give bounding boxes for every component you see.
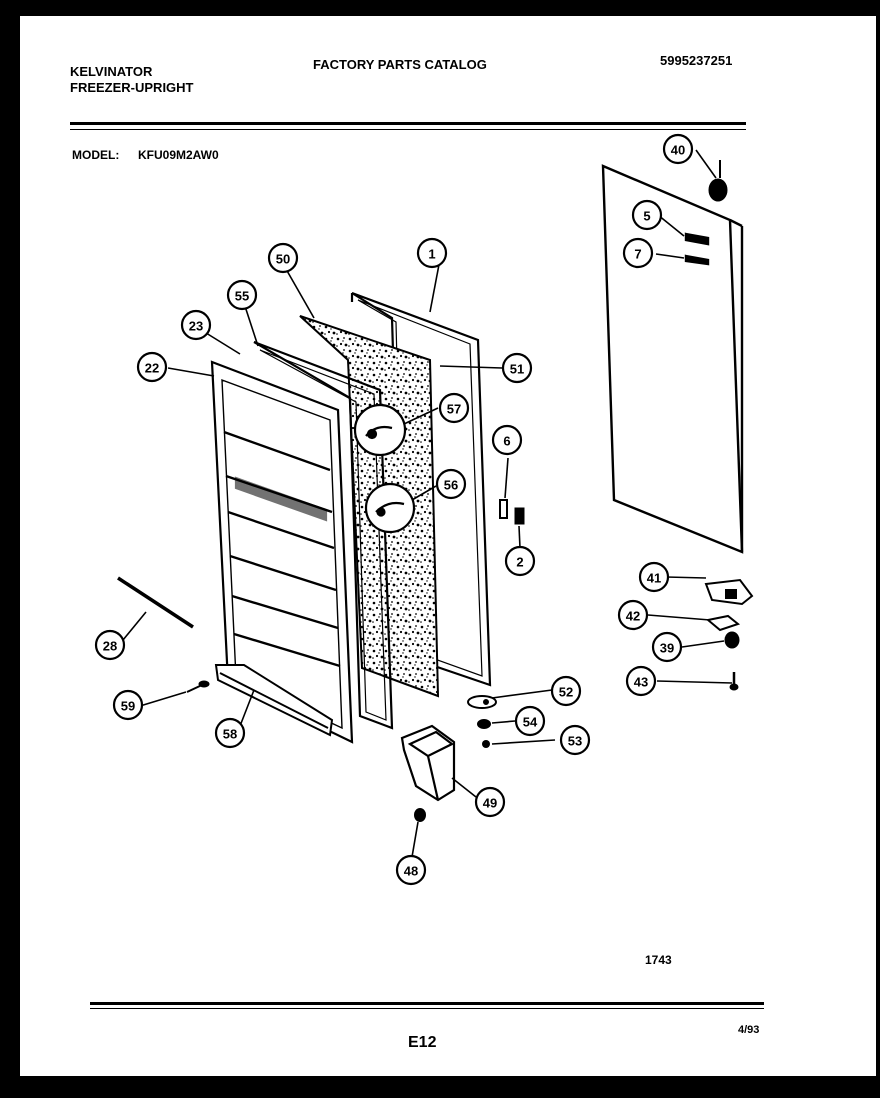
callout-1: 1 [416,237,448,269]
callout-number: 58 [223,727,237,742]
brand-name: KELVINATOR [70,64,153,79]
catalog-title: FACTORY PARTS CATALOG [313,57,487,72]
callout-41: 41 [638,561,670,593]
hinge-bracket-part [467,695,497,709]
callout-number: 43 [634,675,648,690]
callout-number: 52 [559,685,573,700]
callout-58: 58 [214,717,246,749]
callout-52: 52 [550,675,582,707]
callout-number: 51 [510,362,524,377]
hinge-pin-part [705,614,741,632]
hinge-screw-part [729,672,739,691]
callout-number: 23 [189,319,203,334]
footer-rule-top [90,1002,764,1005]
callout-2: 2 [504,545,536,577]
callout-56: 56 [435,468,467,500]
inner-door-liner-part [210,360,354,744]
rod-part [117,576,194,629]
model-number: KFU09M2AW0 [138,148,219,162]
detail-circle-56 [364,482,416,534]
callout-23: 23 [180,309,212,341]
callout-number: 41 [647,571,661,586]
drawing-number: 1743 [645,953,672,967]
detail-circle-57 [353,403,407,457]
bracket-part-49 [400,724,456,802]
callout-number: 53 [568,734,582,749]
callout-number: 50 [276,252,290,267]
door-gasket-part [253,340,394,730]
callout-number: 56 [444,478,458,493]
screw-part-59 [186,680,210,693]
callout-number: 1 [428,247,435,262]
washer-part [477,719,491,729]
header-rule-top [70,122,746,125]
hinge-spacer-part [724,631,740,649]
callout-number: 55 [235,289,249,304]
callout-28: 28 [94,629,126,661]
callout-49: 49 [474,786,506,818]
callout-50: 50 [267,242,299,274]
catalog-number: 5995237251 [660,53,733,68]
callout-6: 6 [491,424,523,456]
bottom-trim-part [214,664,334,737]
hinge-bushing-part [708,160,728,202]
callout-number: 6 [503,434,510,449]
footer-rule-bottom [90,1008,764,1009]
clip-part-2 [514,507,525,525]
callout-39: 39 [651,631,683,663]
bottom-hinge-part [704,578,754,606]
callout-54: 54 [514,705,546,737]
callout-number: 40 [671,143,685,158]
model-label: MODEL: [72,148,120,162]
callout-43: 43 [625,665,657,697]
callout-number: 5 [643,209,650,224]
callout-59: 59 [112,689,144,721]
callout-number: 22 [145,361,159,376]
header-rule-bottom [70,129,746,130]
callout-42: 42 [617,599,649,631]
callout-number: 59 [121,699,135,714]
callout-number: 2 [516,555,523,570]
product-type: FREEZER-UPRIGHT [70,80,194,95]
callout-number: 28 [103,639,117,654]
callout-5: 5 [631,199,663,231]
outer-door-part [601,164,744,554]
callout-number: 49 [483,796,497,811]
callout-number: 48 [404,864,418,879]
callout-number: 39 [660,641,674,656]
callout-22: 22 [136,351,168,383]
callout-55: 55 [226,279,258,311]
callout-number: 42 [626,609,640,624]
callout-40: 40 [662,133,694,165]
callout-51: 51 [501,352,533,384]
nut-part [414,808,426,822]
callout-number: 7 [634,247,641,262]
callout-number: 57 [447,402,461,417]
screw-part-53 [482,740,490,748]
callout-57: 57 [438,392,470,424]
callout-7: 7 [622,237,654,269]
callout-53: 53 [559,724,591,756]
callout-number: 54 [523,715,538,730]
clip-part-6 [499,499,508,519]
page-code: E12 [408,1034,437,1051]
callout-48: 48 [395,854,427,886]
revision-date: 4/93 [738,1024,760,1036]
